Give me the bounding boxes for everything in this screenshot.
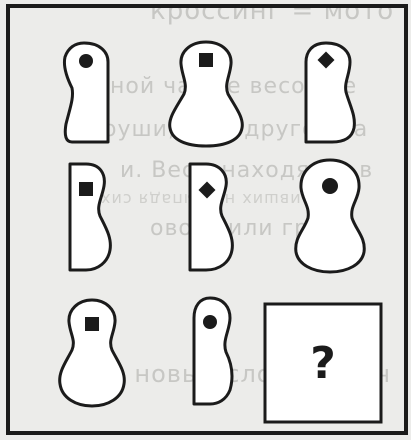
full-pear-shape bbox=[60, 300, 125, 406]
cell-3-3: ? bbox=[265, 304, 381, 422]
cell-3-1 bbox=[60, 300, 125, 406]
cell-2-2 bbox=[190, 164, 232, 270]
question-mark: ? bbox=[310, 338, 336, 389]
circle-mark bbox=[79, 54, 93, 68]
square-mark bbox=[79, 182, 93, 196]
cell-2-1 bbox=[70, 164, 110, 270]
circle-mark bbox=[203, 315, 217, 329]
cell-1-1 bbox=[64, 43, 108, 142]
half-pear-left-shape bbox=[190, 164, 232, 270]
cell-1-3 bbox=[306, 43, 354, 142]
circle-mark bbox=[322, 178, 338, 194]
half-pear-shape bbox=[194, 298, 232, 404]
cell-1-2 bbox=[170, 42, 243, 146]
full-pear-shape bbox=[296, 160, 365, 272]
square-mark bbox=[199, 53, 213, 67]
cell-3-2 bbox=[194, 298, 232, 404]
square-mark bbox=[85, 317, 99, 331]
half-pear-left-shape bbox=[70, 164, 110, 270]
cell-2-3 bbox=[296, 160, 365, 272]
